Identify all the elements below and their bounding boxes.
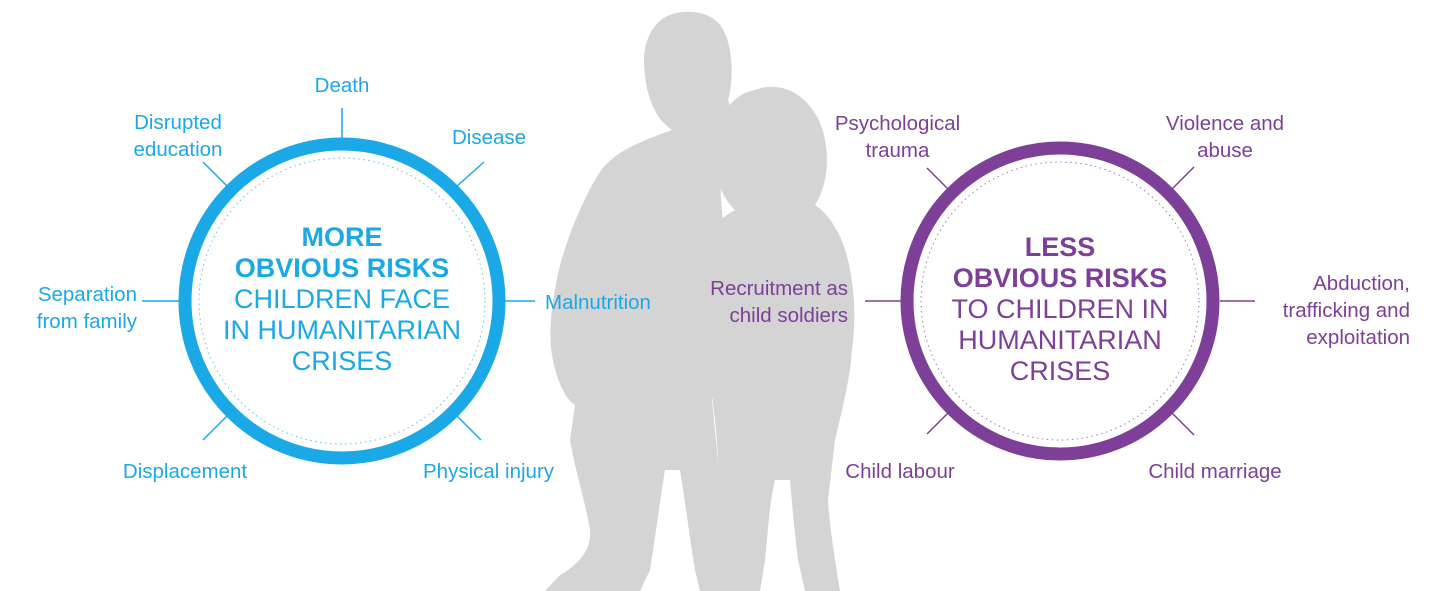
less-title-line-3: TO CHILDREN IN: [951, 294, 1169, 324]
label-abduction-line-2: trafficking and: [1282, 299, 1410, 322]
label-abduction: Abduction, trafficking and exploitation: [1250, 270, 1410, 351]
label-child-labour: Child labour: [820, 458, 980, 485]
tick-marriage: [1169, 410, 1195, 436]
label-psychological-trauma: Psychological trauma: [815, 110, 980, 164]
label-abduction-line-3: exploitation: [1306, 326, 1410, 349]
less-title-bold-2: OBVIOUS RISKS: [952, 263, 1168, 293]
more-title-line-3: CHILDREN FACE: [233, 284, 451, 314]
label-violence-abuse: Violence and abuse: [1145, 110, 1305, 164]
label-death-text: Death: [314, 74, 370, 97]
label-disrupted-education: Disrupted education: [108, 109, 248, 163]
tick-psych: [926, 167, 951, 192]
label-malnutrition: Malnutrition: [545, 289, 651, 316]
label-malnutrition-text: Malnutrition: [545, 291, 651, 314]
more-risks-ring: [142, 108, 535, 465]
more-title-line-5: CRISES: [291, 346, 393, 376]
child-silhouette-left: [545, 11, 736, 591]
label-recruit-line-2: child soldiers: [729, 304, 849, 327]
more-title-bold-2: OBVIOUS RISKS: [234, 253, 450, 283]
more-title-line-4: IN HUMANITARIAN: [222, 315, 461, 345]
less-title-line-4: HUMANITARIAN: [958, 325, 1162, 355]
label-violence-line-1: Violence and: [1165, 112, 1285, 135]
tick-labour: [926, 410, 951, 435]
label-displacement-text: Displacement: [122, 460, 248, 483]
tick-physical-injury: [455, 414, 482, 441]
less-title-line-5: CRISES: [1009, 356, 1111, 386]
label-psych-line-1: Psychological: [834, 112, 961, 135]
label-physical-injury: Physical injury: [423, 458, 554, 485]
less-risks-title: LESS OBVIOUS RISKS TO CHILDREN IN HUMANI…: [900, 232, 1220, 387]
label-separation-line-1: Separation: [37, 283, 137, 306]
label-marriage-text: Child marriage: [1148, 460, 1282, 483]
label-psych-line-2: trauma: [865, 139, 930, 162]
less-title-bold-1: LESS: [1024, 232, 1096, 262]
label-recruit-line-1: Recruitment as: [710, 277, 848, 300]
tick-disease: [455, 161, 485, 188]
label-abduction-line-1: Abduction,: [1313, 272, 1410, 295]
label-recruitment: Recruitment as child soldiers: [680, 275, 848, 329]
label-disease-text: Disease: [452, 126, 527, 149]
less-risks-ring: [865, 141, 1255, 461]
label-separation-line-2: from family: [36, 310, 137, 333]
label-disease: Disease: [452, 124, 526, 151]
more-risks-title: MORE OBVIOUS RISKS CHILDREN FACE IN HUMA…: [182, 222, 502, 377]
tick-violence: [1169, 166, 1195, 192]
label-disrupted-line-1: Disrupted: [134, 111, 222, 134]
label-child-marriage: Child marriage: [1130, 458, 1300, 485]
label-labour-text: Child labour: [845, 460, 955, 483]
label-death: Death: [292, 72, 392, 99]
label-separation: Separation from family: [0, 281, 137, 335]
more-title-bold-1: MORE: [301, 222, 383, 252]
tick-disrupted: [202, 161, 229, 188]
label-physical-injury-text: Physical injury: [423, 460, 555, 483]
label-disrupted-line-2: education: [133, 138, 223, 161]
label-violence-line-2: abuse: [1197, 139, 1253, 162]
child-silhouette-right: [689, 86, 855, 591]
label-displacement: Displacement: [105, 458, 265, 485]
tick-displacement: [202, 414, 229, 441]
